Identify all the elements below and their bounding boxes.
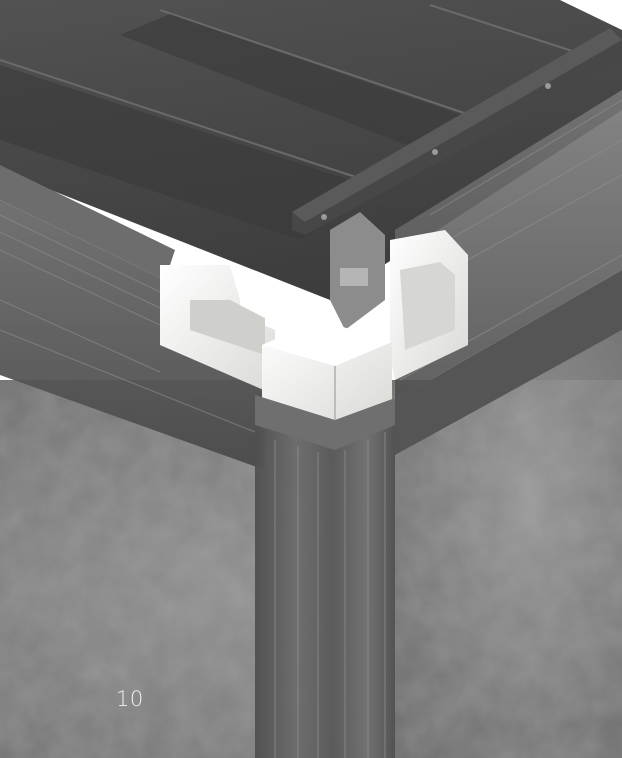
roof-panels (0, 0, 622, 300)
right-beam-lower (395, 270, 622, 455)
white-profile-left-inner (190, 300, 265, 355)
gutter-bar-top (292, 28, 622, 222)
left-beam-lines (0, 214, 256, 433)
spring-detail (340, 268, 368, 286)
glass-post-cap (255, 395, 395, 450)
left-beam-top (0, 165, 175, 280)
roof-panel-shades (0, 14, 470, 240)
gutter-bar-screws (321, 83, 551, 220)
glass-post (255, 410, 395, 758)
page-number: 10 (116, 687, 144, 711)
glass-post-lines (274, 432, 386, 758)
corner-connector-top (262, 320, 392, 366)
white-profile-right-inner (400, 262, 455, 350)
left-beam-body (0, 200, 265, 470)
